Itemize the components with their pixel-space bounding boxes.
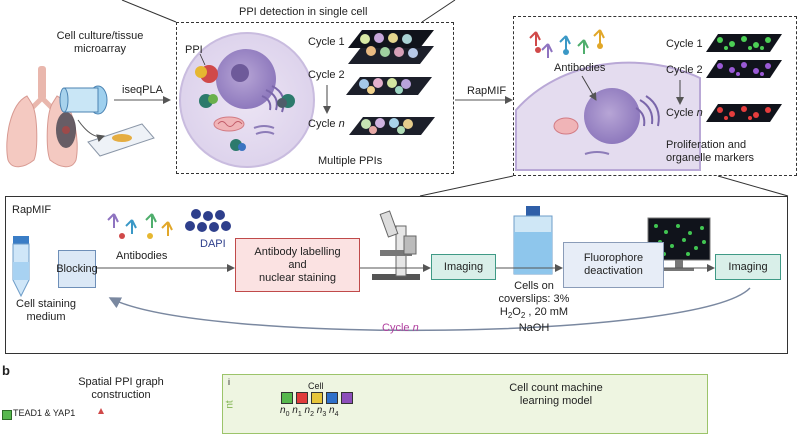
cycle-n-return-label: Cycle n — [382, 322, 419, 334]
cycle-2-label: Cycle 2 — [308, 69, 345, 81]
cell-n1-swatch — [296, 392, 308, 404]
panel-b-label: b — [2, 363, 10, 378]
right-cycle-n-label: Cycle n — [666, 107, 703, 119]
fluorophore-deactivation-step: Fluorophore deactivation — [563, 242, 664, 288]
tissue-core — [59, 85, 108, 115]
cell-n-labels: n0 n1 n2 n3 n4 — [280, 405, 339, 418]
antibody-labelling-step: Antibody labelling and nuclear staining — [235, 238, 360, 292]
microscope-illustration — [372, 210, 420, 280]
zoom-line-bottom-left — [419, 175, 514, 197]
rapmif-title: RapMIF — [12, 204, 52, 216]
ppi-cell — [179, 32, 315, 168]
cycle-1-label: Cycle 1 — [308, 36, 345, 48]
cell-n3-swatch — [326, 392, 338, 404]
cell-label: Cell — [308, 381, 324, 391]
ppi-label: PPI — [185, 44, 203, 56]
right-cycle-2-label: Cycle 2 — [666, 64, 703, 76]
antibodies-label-top: Antibodies — [554, 62, 606, 74]
lungs-illustration — [6, 66, 78, 168]
rapmif-arrow-label: RapMIF — [467, 85, 507, 97]
cell-n0-swatch — [281, 392, 293, 404]
rapmif-workflow-frame — [5, 196, 788, 354]
tissue-slide — [77, 119, 155, 157]
antibodies-label-bottom: Antibodies — [116, 250, 168, 262]
blocking-step: Blocking — [56, 250, 98, 288]
multiple-ppis-label: Multiple PPIs — [318, 155, 383, 167]
imaging-step-1: Imaging — [431, 254, 496, 280]
dapi-label: DAPI — [200, 238, 226, 250]
cells-on-coverslips-label: Cells on coverslips: 3% H2O2 , 20 mM NaO… — [498, 280, 570, 335]
legend-tead1-yap1: TEAD1 & YAP1 — [13, 408, 76, 418]
ppi-detection-title: PPI detection in single cell — [239, 6, 368, 18]
cycle-return-arrow — [108, 287, 751, 332]
antibody-arrow — [581, 75, 597, 101]
rapmif-antibodies-graphic — [107, 213, 173, 239]
dapi-dots — [185, 209, 231, 232]
figure-graphics — [6, 0, 789, 415]
zoom-line-bottom-right — [717, 175, 789, 197]
deactivation-bottle — [513, 206, 553, 275]
ppi-detection-frame — [176, 22, 454, 174]
cell-n4-swatch — [341, 392, 353, 404]
antibody-cell — [515, 29, 701, 171]
rapmif-detail-frame — [513, 16, 797, 176]
cell-n2-swatch — [311, 392, 323, 404]
panel-i-side-text: nt — [224, 400, 236, 409]
fluorescence-slides — [706, 34, 782, 122]
imaging-step-2: Imaging — [715, 254, 781, 280]
ppi-spots — [359, 33, 418, 134]
zoom-line-left — [121, 0, 177, 23]
zoom-line-right — [421, 0, 456, 23]
panel-i-label: i — [228, 377, 230, 387]
right-cycle-1-label: Cycle 1 — [666, 38, 703, 50]
centrifuge-tube — [12, 236, 30, 298]
cycle-n-label: Cycle n — [308, 118, 345, 130]
iseqpla-label: iseqPLA — [122, 84, 163, 96]
